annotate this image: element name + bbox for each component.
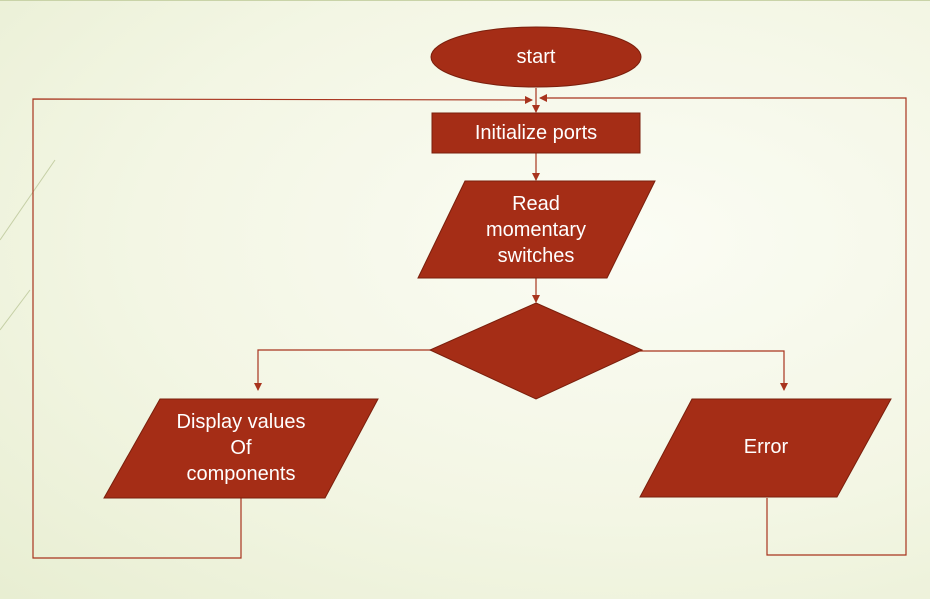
start-label: start xyxy=(516,46,556,68)
loop-back-from-error xyxy=(539,94,907,556)
read-label: Read momentary switches xyxy=(485,193,587,267)
loop-back-from-display xyxy=(32,95,533,559)
initialize-process-box xyxy=(431,112,641,154)
arrow-decision-to-display xyxy=(254,349,432,391)
decision-diamond xyxy=(428,302,644,400)
initialize-label: Initialize ports xyxy=(474,122,598,144)
display-output-parallelogram xyxy=(103,398,379,499)
error-output-parallelogram xyxy=(639,398,892,498)
decorative-lines xyxy=(0,0,930,331)
arrow-decision-to-error xyxy=(640,350,788,391)
read-input-parallelogram xyxy=(417,180,656,279)
error-label: Error xyxy=(743,436,789,458)
start-terminator xyxy=(430,26,642,88)
display-label: Display values Of components xyxy=(176,411,306,485)
